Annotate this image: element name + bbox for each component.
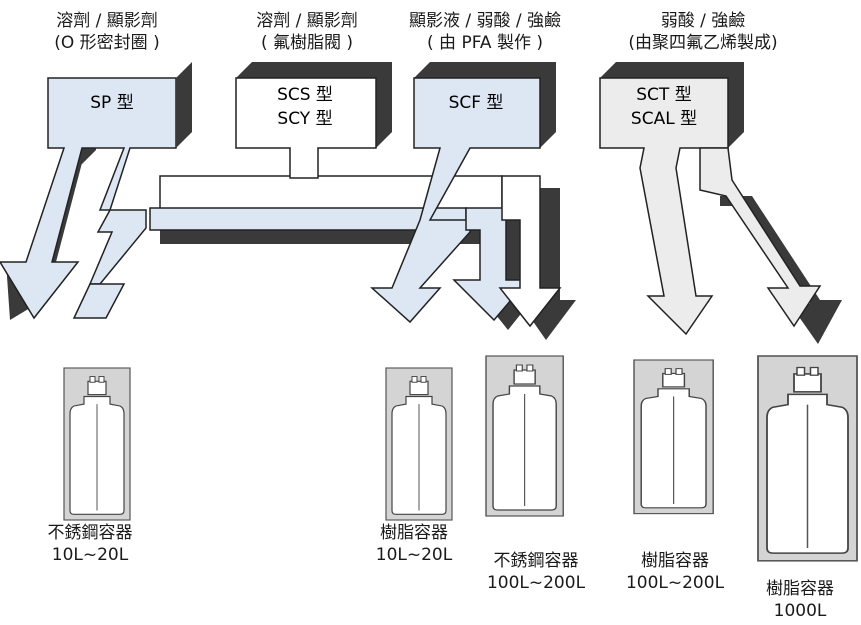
type-label-scs: SCS 型 (277, 85, 333, 105)
caption-resin-ibc-type: 樹脂容器 (766, 579, 834, 599)
type-label-scy: SCY 型 (277, 109, 332, 129)
type-label-scal: SCAL 型 (631, 109, 697, 129)
container-resin-small (385, 367, 453, 521)
scs-block (235, 62, 392, 179)
container-stainless-large (485, 355, 564, 517)
header-sp: 溶劑 / 顯影劑 (O 形密封圈 ) (22, 10, 192, 54)
header-scs-line1: 溶劑 / 顯影劑 (256, 11, 358, 31)
header-scf: 顯影液 / 弱酸 / 強鹼 ( 由 PFA 製作 ) (385, 10, 585, 54)
header-scf-line1: 顯影液 / 弱酸 / 強鹼 (408, 11, 562, 31)
header-sp-line2: (O 形密封圈 ) (54, 33, 160, 53)
header-scs: 溶劑 / 顯影劑 ( 氟樹脂閥 ) (222, 10, 392, 54)
header-sp-line1: 溶劑 / 顯影劑 (56, 11, 158, 31)
caption-stainless-large-size: 100L~200L (486, 573, 586, 593)
caption-resin-small-size: 10L~20L (375, 545, 453, 565)
sct-arrow (599, 62, 842, 344)
scf-arrow (370, 62, 576, 340)
caption-resin-medium-size: 100L~200L (625, 573, 725, 593)
caption-resin-small-type: 樹脂容器 (380, 523, 448, 543)
type-label-scf: SCF 型 (449, 93, 504, 113)
header-sct-line1: 弱酸 / 強鹼 (660, 11, 746, 31)
caption-resin-medium-type: 樹脂容器 (641, 551, 709, 571)
caption-stainless-small: 不銹鋼容器 10L~20L (20, 522, 160, 566)
header-sct: 弱酸 / 強鹼 (由聚四氟乙烯製成) (598, 10, 808, 54)
caption-stainless-large: 不銹鋼容器 100L~200L (466, 550, 606, 594)
caption-stainless-large-type: 不銹鋼容器 (493, 551, 579, 571)
caption-stainless-small-type: 不銹鋼容器 (47, 523, 133, 543)
header-scs-line2: ( 氟樹脂閥 ) (260, 33, 354, 53)
container-stainless-small (63, 367, 131, 521)
sp-arrow (0, 62, 192, 320)
header-sct-line2: (由聚四氟乙烯製成) (628, 33, 778, 53)
caption-resin-medium: 樹脂容器 100L~200L (605, 550, 745, 594)
type-label-sct: SCT 型 (636, 85, 691, 105)
type-label-sp: SP 型 (90, 93, 133, 113)
caption-resin-ibc: 樹脂容器 1000L (740, 578, 860, 622)
header-scf-line2: ( 由 PFA 製作 ) (427, 33, 543, 53)
container-resin-medium (633, 359, 714, 515)
caption-resin-small: 樹脂容器 10L~20L (344, 522, 484, 566)
caption-stainless-small-size: 10L~20L (51, 545, 129, 565)
container-resin-ibc (757, 355, 858, 562)
caption-resin-ibc-size: 1000L (773, 601, 827, 621)
